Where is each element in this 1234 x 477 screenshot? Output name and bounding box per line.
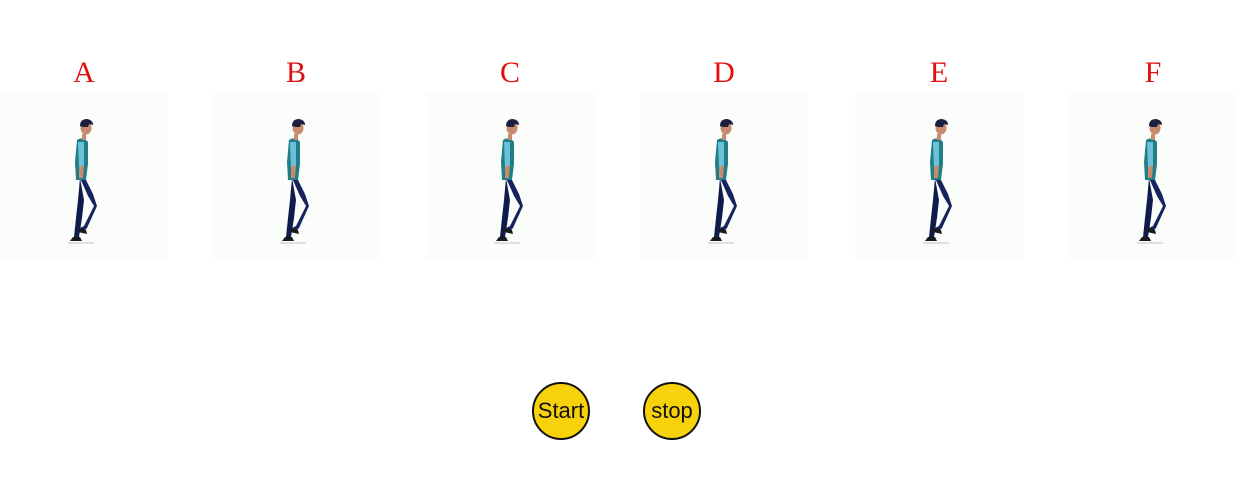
frame-panel-b: B — [212, 0, 380, 270]
frame-label-d: D — [713, 56, 735, 89]
frame-label-b: B — [285, 56, 306, 89]
frame-image-a — [0, 92, 168, 260]
frame-panel-d: D — [640, 0, 808, 270]
frame-panel-c: C — [426, 0, 594, 270]
walking-man-figure — [279, 118, 310, 244]
frame-label-e: E — [929, 56, 949, 89]
frame-label-c: C — [499, 56, 520, 89]
walking-man-figure — [67, 118, 98, 244]
frame-image-e — [855, 92, 1023, 260]
walking-man-figure — [1136, 118, 1167, 244]
stop-button[interactable]: stop — [643, 382, 701, 440]
frame-image-c — [426, 92, 594, 260]
frame-image-b — [212, 92, 380, 260]
frame-panel-a: A — [0, 0, 168, 270]
frame-image-f — [1069, 92, 1234, 260]
frame-panel-e: E — [855, 0, 1023, 270]
frame-image-d — [640, 92, 808, 260]
start-button[interactable]: Start — [532, 382, 590, 440]
walking-man-figure — [493, 118, 524, 244]
walking-man-figure — [922, 118, 953, 244]
frame-label-f: F — [1144, 56, 1162, 89]
walking-man-figure — [707, 118, 738, 244]
frame-panel-f: F — [1069, 0, 1234, 270]
walk-cycle-frames: A B C D E — [0, 0, 1234, 270]
frame-label-a: A — [73, 56, 95, 89]
